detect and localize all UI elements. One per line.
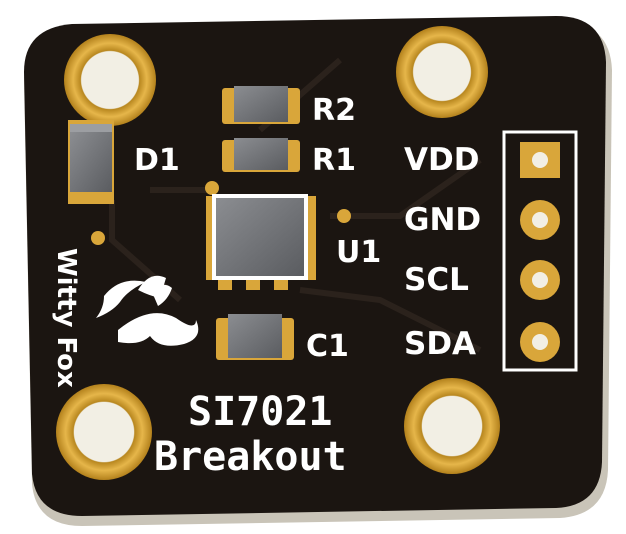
board-title-line1: SI7021 (188, 389, 333, 435)
resistor-r1 (222, 138, 300, 172)
pin-label-scl: SCL (404, 262, 469, 298)
fox-logo-icon (96, 275, 199, 346)
label-r1: R1 (312, 143, 356, 178)
label-d1: D1 (134, 143, 180, 178)
capacitor-c1 (216, 314, 294, 360)
label-c1: C1 (306, 329, 349, 364)
sensor-chip-u1 (91, 181, 351, 290)
pin-label-vdd: VDD (404, 142, 479, 178)
brand-text: Witty Fox (51, 248, 81, 388)
mounting-hole-top-right (396, 26, 488, 118)
led-d1 (68, 120, 114, 204)
board-title-line2: Breakout (154, 434, 347, 480)
mounting-hole-bottom-left (56, 384, 152, 480)
pin-label-gnd: GND (404, 202, 481, 238)
pin-header-outline (502, 130, 578, 372)
pin-label-sda: SDA (404, 326, 476, 362)
pin-pads (520, 142, 560, 362)
mounting-hole-bottom-right (404, 378, 500, 474)
label-r2: R2 (312, 93, 356, 128)
resistor-r2 (222, 86, 300, 124)
mounting-hole-top-left (64, 34, 156, 126)
label-u1: U1 (336, 235, 381, 270)
mounting-holes (56, 26, 500, 480)
